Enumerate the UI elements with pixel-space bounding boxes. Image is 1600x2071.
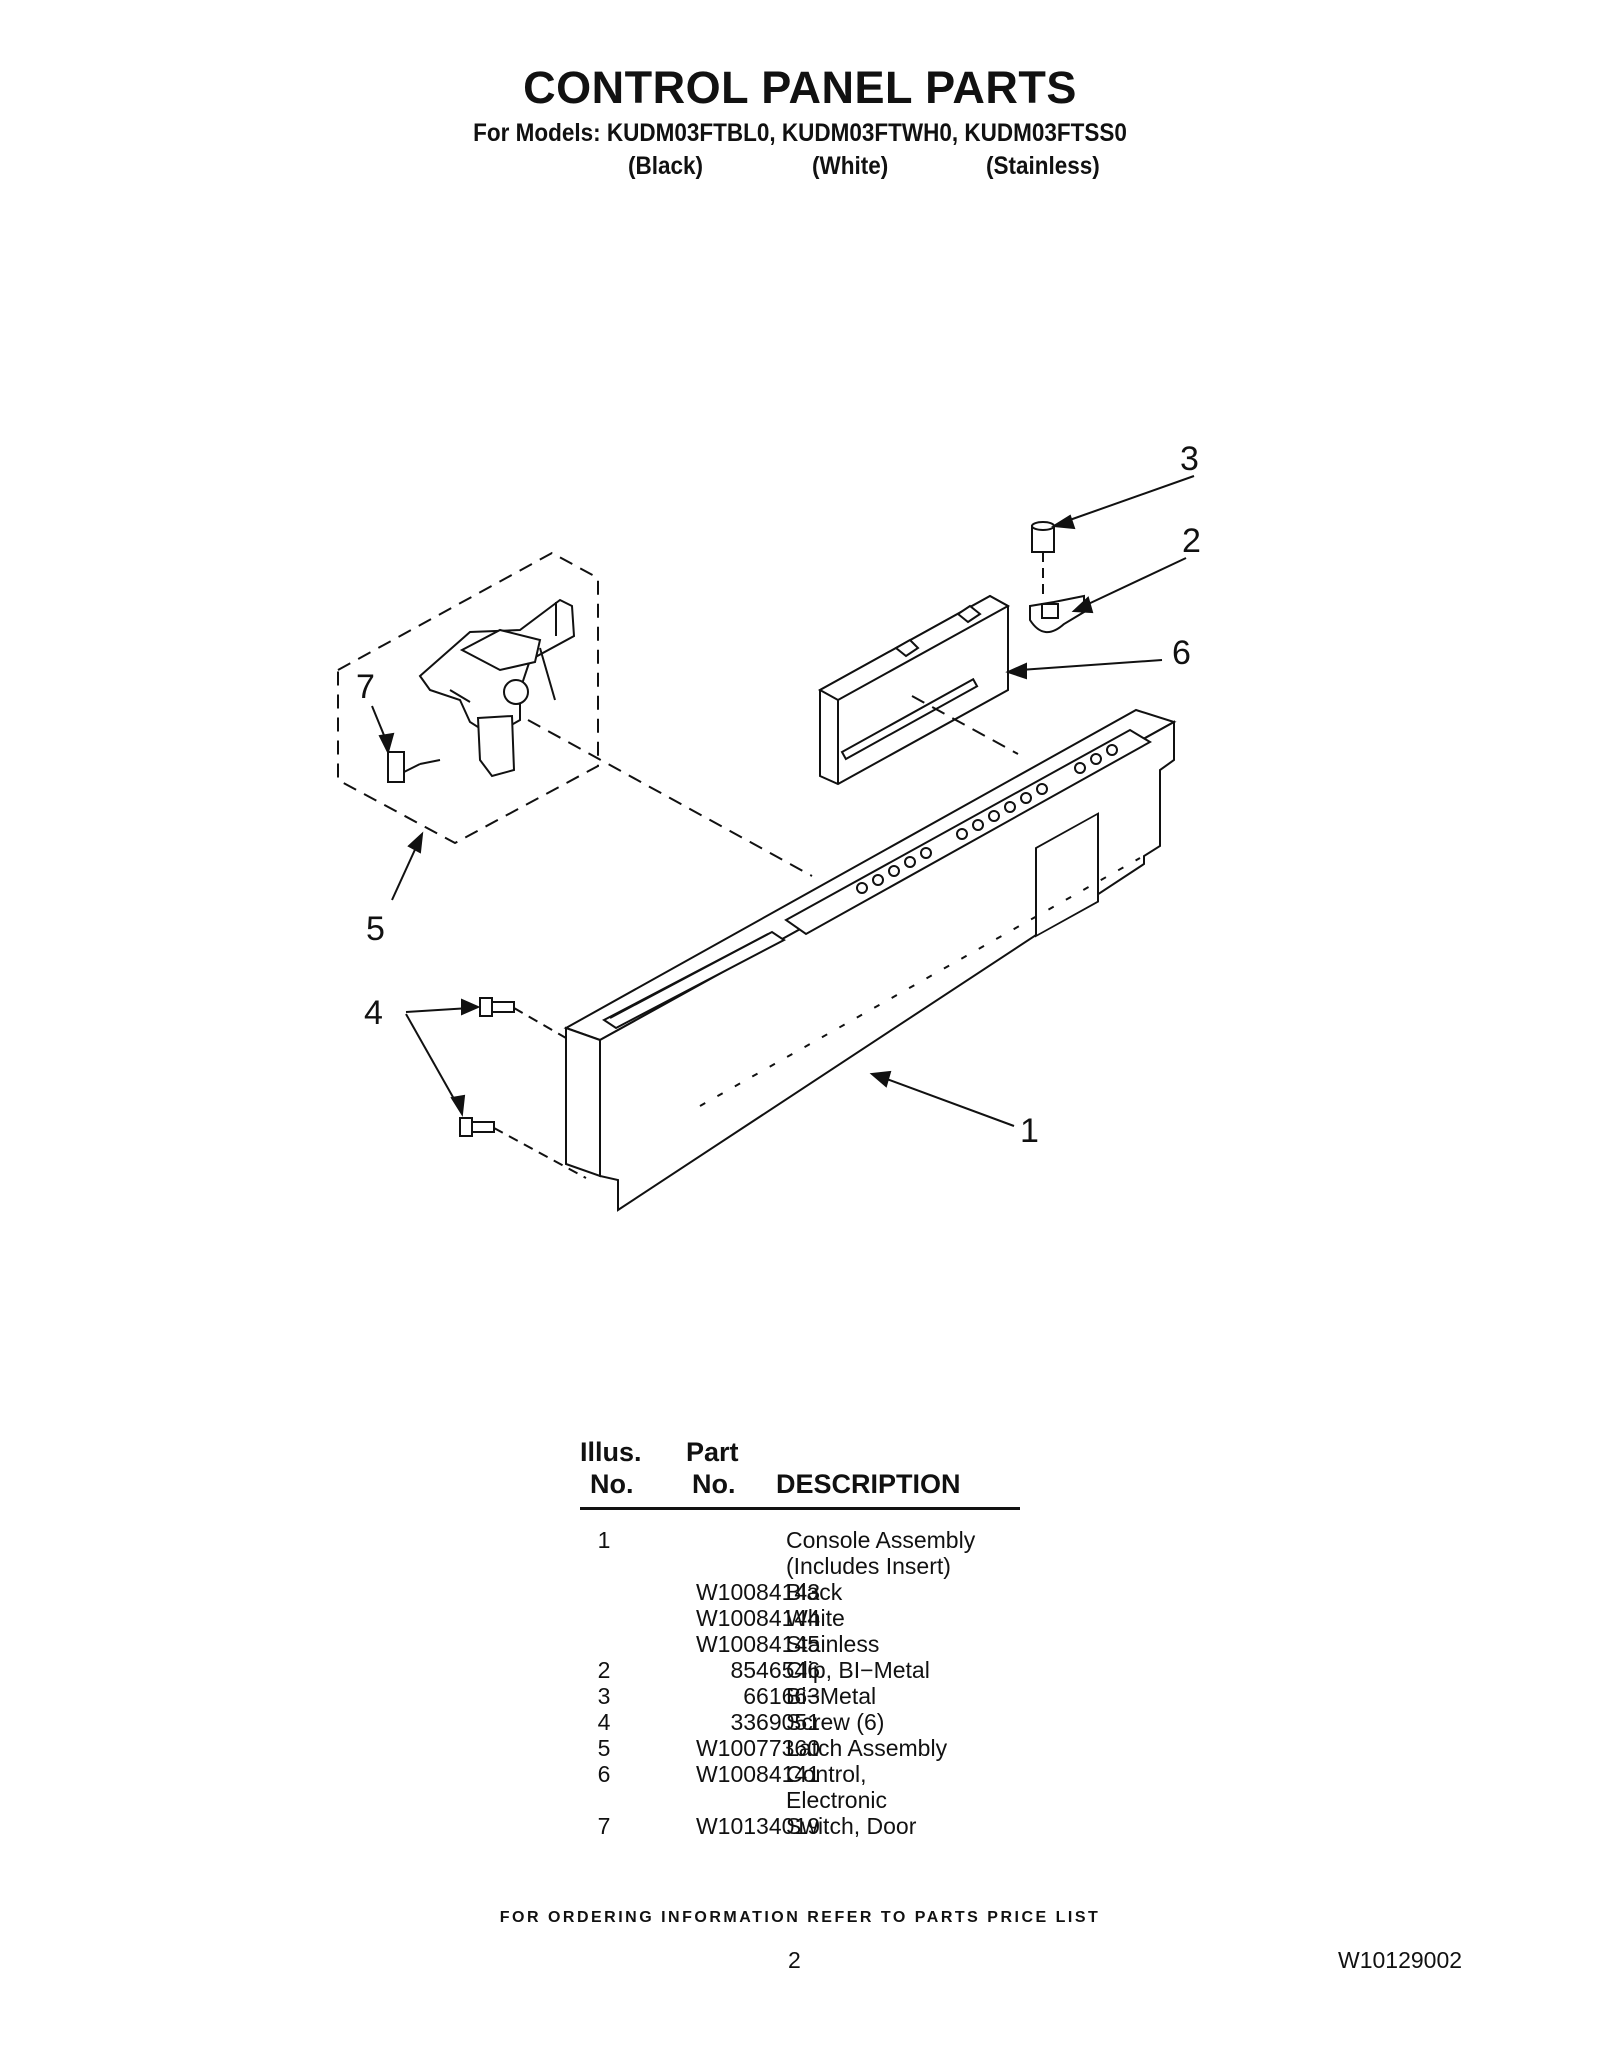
illus-number: 3 — [597, 1683, 611, 1709]
color-label-stainless: (Stainless) — [986, 152, 1100, 180]
color-label-black: (Black) — [628, 152, 704, 180]
part-number: W10084143 — [695, 1579, 820, 1605]
part-number: 8546546 — [730, 1657, 820, 1683]
table-row: W10084143 Black — [580, 1579, 1020, 1606]
illus-number: 1 — [597, 1527, 611, 1553]
ordering-note: FOR ORDERING INFORMATION REFER TO PARTS … — [499, 1909, 1101, 1926]
table-row: 4 3369051 Screw (6) — [580, 1709, 1020, 1736]
part-number: 3369051 — [730, 1709, 820, 1735]
latch-assembly-drawing — [387, 598, 576, 783]
page-number: 2 — [788, 1947, 801, 1973]
part-description: Console Assembly — [786, 1527, 976, 1553]
header-illus-line2: No. — [590, 1469, 634, 1499]
table-row: (Includes Insert) — [580, 1553, 1020, 1580]
part-number: W10084144 — [695, 1605, 820, 1631]
illus-number: 2 — [597, 1657, 611, 1683]
header-description: DESCRIPTION — [776, 1469, 961, 1499]
part-description: Black — [786, 1579, 843, 1605]
screw-drawing-lower — [459, 1117, 495, 1137]
console-assembly-drawing — [563, 708, 1177, 1212]
console-buttons — [856, 744, 1118, 894]
electronic-control-drawing — [817, 594, 1011, 786]
part-number: W10084145 — [695, 1631, 820, 1657]
header-illus-line1: Illus. — [580, 1437, 642, 1467]
illus-number: 7 — [597, 1813, 611, 1839]
bi-metal-drawing — [1031, 521, 1055, 553]
callout-6: 6 — [1172, 634, 1191, 672]
table-row: W10084145 Stainless — [580, 1631, 1020, 1658]
callout-1: 1 — [1020, 1112, 1039, 1150]
header-part-line1: Part — [686, 1437, 739, 1467]
part-number: W10077360 — [695, 1735, 820, 1761]
document-number: W10129002 — [1338, 1947, 1463, 1973]
part-description: White — [786, 1605, 845, 1631]
page-title: CONTROL PANEL PARTS — [523, 62, 1077, 113]
header-part-line2: No. — [692, 1469, 736, 1499]
illus-number: 4 — [597, 1709, 611, 1735]
callout-5: 5 — [366, 910, 385, 948]
part-description: Stainless — [786, 1631, 880, 1657]
part-description: Latch Assembly — [786, 1735, 948, 1761]
illus-number: 6 — [597, 1761, 611, 1787]
table-row: Electronic — [580, 1787, 1020, 1814]
table-row: 3 661663 Bi−Metal — [580, 1683, 1020, 1710]
part-description: (Includes Insert) — [786, 1553, 951, 1579]
screw-drawing-upper — [479, 997, 515, 1017]
part-description: Screw (6) — [786, 1709, 885, 1735]
callout-7: 7 — [356, 668, 375, 706]
table-row: 1 Console Assembly — [580, 1527, 1020, 1554]
table-row: 7 W10134019 Switch, Door — [580, 1813, 1020, 1840]
callout-4: 4 — [364, 994, 383, 1032]
callout-2: 2 — [1182, 522, 1201, 560]
part-description: Clip, BI−Metal — [786, 1657, 930, 1683]
color-label-white: (White) — [812, 152, 889, 180]
models-line: For Models: KUDM03FTBL0, KUDM03FTWH0, KU… — [473, 119, 1127, 147]
part-description: Electronic — [786, 1787, 887, 1813]
part-number: W10134019 — [695, 1813, 820, 1839]
illus-number: 5 — [597, 1735, 611, 1761]
table-row: 2 8546546 Clip, BI−Metal — [580, 1657, 1020, 1684]
latch-assembly-outline — [337, 551, 599, 845]
part-number: W10084141 — [695, 1761, 820, 1787]
part-description: Switch, Door — [786, 1813, 917, 1839]
table-row: 6 W10084141 Control, — [580, 1761, 1020, 1788]
table-row: W10084144 White — [580, 1605, 1020, 1632]
part-description: Bi−Metal — [786, 1683, 877, 1709]
table-header-rule — [580, 1507, 1020, 1510]
callout-3: 3 — [1180, 440, 1199, 478]
part-description: Control, — [786, 1761, 867, 1787]
table-row: 5 W10077360 Latch Assembly — [580, 1735, 1020, 1762]
clip-bi-metal-drawing — [1029, 594, 1085, 633]
part-number: 661663 — [743, 1683, 820, 1709]
